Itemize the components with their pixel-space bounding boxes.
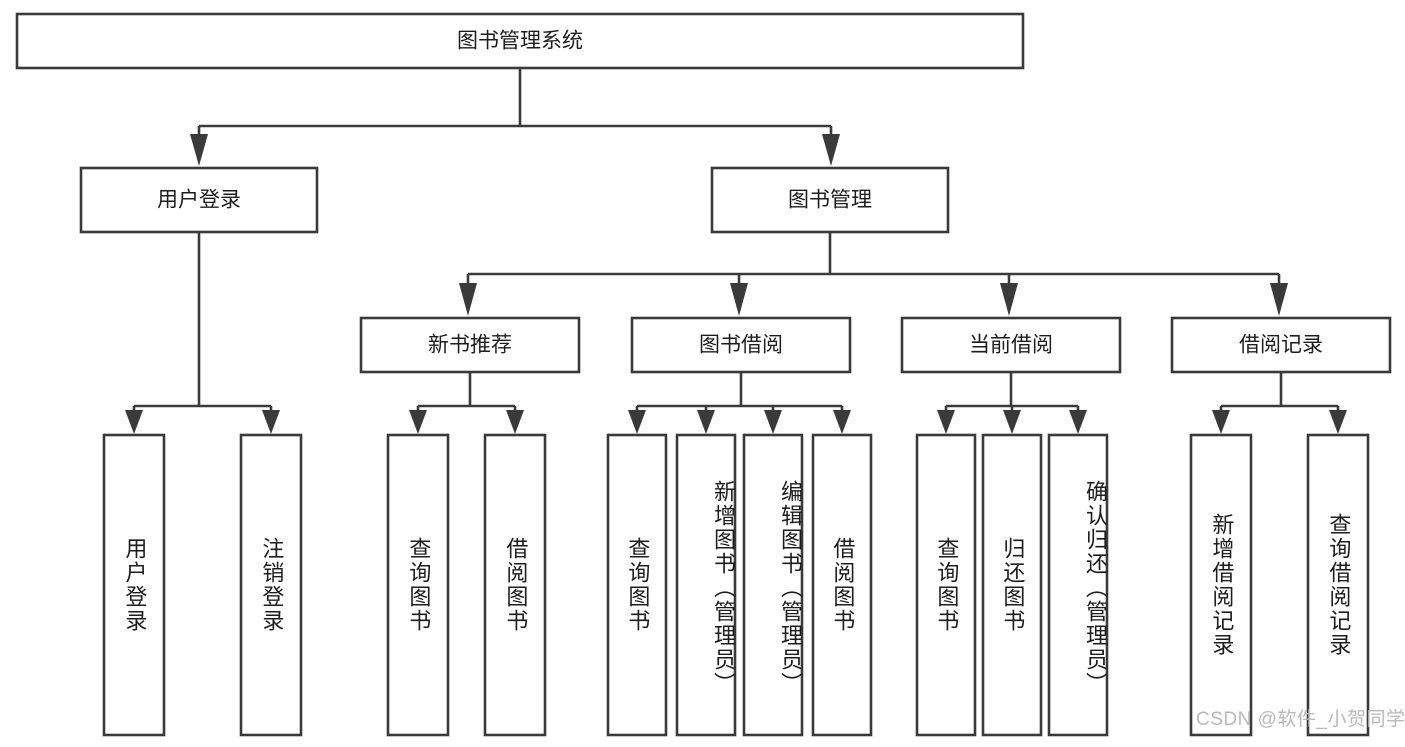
arrow-to-user-login [190, 134, 208, 166]
arrow-to-leaf-query-record [1329, 410, 1347, 434]
arrow-to-book-borrow [730, 283, 748, 316]
arrow-to-leaf-borrow-book-2 [833, 410, 851, 434]
node-user-login-label: 用户登录 [157, 189, 241, 212]
leaf-box-add-record[interactable] [1189, 433, 1253, 737]
node-new-book-recommend-label: 新书推荐 [428, 334, 512, 357]
arrow-to-leaf-borrow-book-1 [506, 410, 524, 434]
leaf-box-query-record[interactable] [1306, 433, 1370, 737]
leaf-box-query-book-2[interactable] [606, 433, 668, 737]
node-root[interactable] [15, 12, 1025, 70]
arrow-to-leaf-query-book-2 [628, 410, 646, 434]
leaf-box-borrow-book-2[interactable] [811, 433, 873, 737]
arrow-to-leaf-query-book-3 [937, 410, 955, 434]
arrow-to-leaf-return-book [1003, 410, 1021, 434]
leaf-box-query-book-1[interactable] [386, 433, 450, 737]
arrow-to-leaf-query-book-1 [409, 410, 427, 434]
arrow-to-borrow-record [1270, 283, 1288, 316]
leaf-box-add-book[interactable] [675, 433, 737, 737]
node-book-manage-label: 图书管理 [788, 189, 872, 212]
node-book-borrow[interactable] [630, 316, 852, 374]
arrow-to-new-book-rec [459, 283, 477, 316]
node-book-manage[interactable] [710, 166, 950, 234]
arrow-to-leaf-user-login [125, 410, 143, 434]
leaf-box-logout[interactable] [239, 433, 303, 737]
arrow-to-leaf-edit-book [764, 410, 782, 434]
csdn-watermark: CSDN @软件_小贺同学 [1196, 709, 1405, 730]
leaf-box-user-login[interactable] [102, 433, 166, 737]
node-borrow-record[interactable] [1170, 316, 1392, 374]
leaf-box-borrow-book-1[interactable] [483, 433, 547, 737]
leaf-box-edit-book[interactable] [742, 433, 804, 737]
node-root-label: 图书管理系统 [457, 30, 583, 53]
leaf-box-return-book[interactable] [981, 433, 1043, 737]
node-current-borrow-label: 当前借阅 [969, 334, 1053, 357]
arrow-to-current-borrow [1000, 283, 1018, 316]
node-current-borrow[interactable] [900, 316, 1122, 374]
arrow-to-leaf-logout [262, 410, 280, 434]
node-book-borrow-label: 图书借阅 [699, 334, 783, 357]
leaf-box-query-book-3[interactable] [915, 433, 977, 737]
arrow-to-leaf-add-record [1212, 410, 1230, 434]
arrow-to-leaf-confirm-return [1069, 410, 1087, 434]
arrow-to-book-manage [822, 134, 840, 166]
arrow-to-leaf-add-book [697, 410, 715, 434]
node-borrow-record-label: 借阅记录 [1239, 334, 1323, 357]
leaf-box-confirm-return[interactable] [1047, 433, 1109, 737]
node-new-book-recommend[interactable] [359, 316, 581, 374]
